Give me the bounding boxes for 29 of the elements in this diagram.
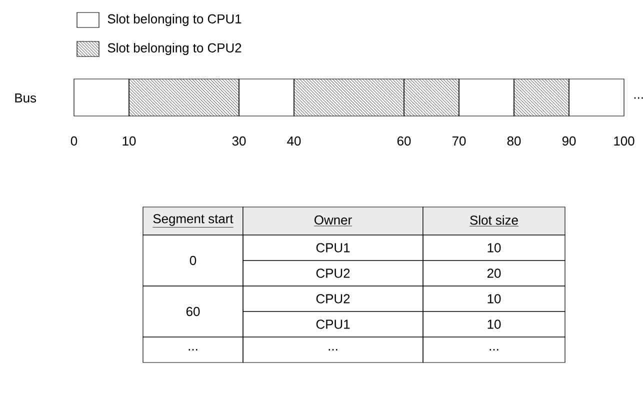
table-cell: CPU2 <box>242 260 424 286</box>
continuation-dots: ... <box>634 97 643 99</box>
table-cell: CPU2 <box>242 286 424 312</box>
legend-text: Slot belonging to CPU2 <box>108 42 242 56</box>
bus-label: Bus <box>15 94 36 103</box>
table-cell: 20 <box>422 260 566 286</box>
tick-label: 30 <box>232 136 246 146</box>
table-cell: 10 <box>422 234 566 261</box>
tick-label: 0 <box>70 136 78 146</box>
table-cell: 0 <box>142 234 244 286</box>
tick-label: 80 <box>507 136 521 146</box>
tick-label: 10 <box>122 136 136 146</box>
tick-label: 90 <box>562 136 576 146</box>
tick-label: 40 <box>287 136 301 146</box>
table-cell: ... <box>422 336 566 363</box>
tick-label: 70 <box>452 136 466 146</box>
table-cell: CPU1 <box>242 234 424 261</box>
table-header: Owner <box>242 206 424 236</box>
table-cell: ... <box>242 336 424 363</box>
table-header: Segment start <box>142 206 244 236</box>
table-cell: CPU1 <box>242 311 424 338</box>
table-cell: 10 <box>422 286 566 312</box>
table-header: Slot size <box>422 206 566 236</box>
tick-label: 100 <box>614 136 634 146</box>
table-cell: 10 <box>422 311 566 338</box>
tick-label: 60 <box>397 136 411 146</box>
table-cell: ... <box>142 336 244 363</box>
legend-text: Slot belonging to CPU1 <box>108 14 242 26</box>
table-cell: 60 <box>142 286 244 338</box>
